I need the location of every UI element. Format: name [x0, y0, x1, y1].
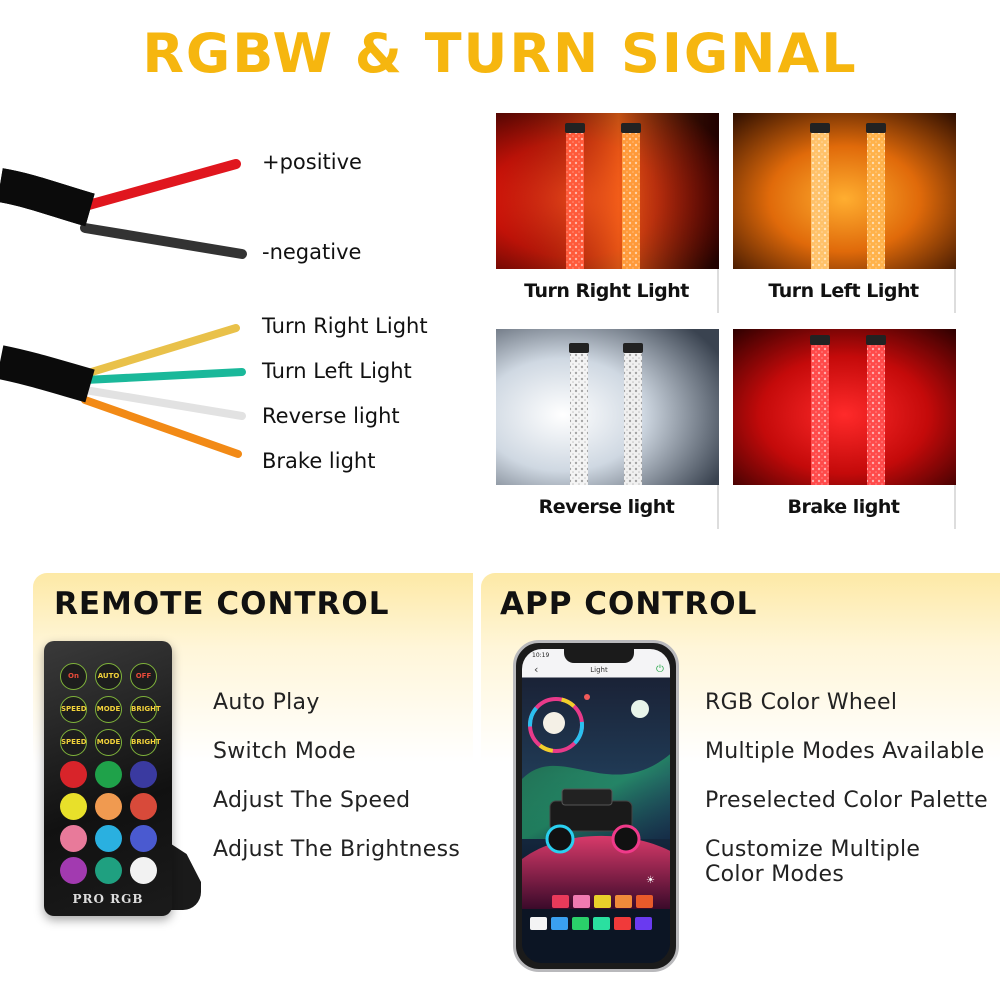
- palette-swatch[interactable]: [636, 895, 653, 908]
- palette-swatch[interactable]: [593, 917, 610, 930]
- phone-screen: 10:19 ‹ Light ⏻: [522, 649, 670, 963]
- palette-swatch[interactable]: [572, 917, 589, 930]
- phone-notch: [564, 649, 634, 663]
- palette-swatch[interactable]: [635, 917, 652, 930]
- remote-control: On AUTO OFF SPEED MODE BRIGHT SPEED MODE…: [44, 641, 172, 916]
- panel-caption: Reverse light: [496, 485, 719, 529]
- power-icon[interactable]: ⏻: [656, 664, 664, 675]
- app-scene: ☀: [522, 694, 670, 963]
- remote-button-bright-down[interactable]: BRIGHT: [130, 729, 161, 756]
- remote-color-button[interactable]: [95, 825, 122, 852]
- palette-swatch[interactable]: [615, 895, 632, 908]
- label-positive: +positive: [262, 150, 362, 174]
- panel-reverse: Reverse light: [496, 329, 719, 529]
- app-feature: Preselected Color Palette: [705, 788, 988, 813]
- remote-feature: Adjust The Brightness: [213, 837, 461, 862]
- label-turn-left: Turn Left Light: [262, 359, 412, 383]
- palette-swatch[interactable]: [594, 895, 611, 908]
- label-brake: Brake light: [262, 449, 376, 473]
- svg-text:☀: ☀: [646, 875, 655, 886]
- screen-title: Light: [590, 666, 608, 674]
- remote-section-title: REMOTE CONTROL: [54, 586, 390, 622]
- panel-brake: Brake light: [733, 329, 956, 529]
- remote-color-button[interactable]: [95, 793, 122, 820]
- status-time: 10:19: [532, 652, 550, 659]
- palette-swatch[interactable]: [552, 895, 569, 908]
- panel-caption: Turn Right Light: [496, 269, 719, 313]
- remote-button-on[interactable]: On: [60, 663, 87, 690]
- remote-button-bright-up[interactable]: BRIGHT: [130, 696, 161, 723]
- palette-swatch[interactable]: [614, 917, 631, 930]
- remote-button-mode-up[interactable]: MODE: [95, 696, 122, 723]
- app-section-title: APP CONTROL: [500, 586, 758, 622]
- remote-color-button[interactable]: [60, 793, 87, 820]
- remote-brand-logo: PRO RGB: [72, 892, 144, 906]
- remote-button-off[interactable]: OFF: [130, 663, 157, 690]
- palette-swatch[interactable]: [551, 917, 568, 930]
- back-icon[interactable]: ‹: [534, 663, 539, 676]
- smartphone: 10:19 ‹ Light ⏻: [513, 640, 679, 972]
- remote-feature: Switch Mode: [213, 739, 356, 764]
- palette-swatch[interactable]: [573, 895, 590, 908]
- remote-button-speed-up[interactable]: SPEED: [60, 696, 87, 723]
- remote-color-button[interactable]: [60, 761, 87, 788]
- remote-color-button[interactable]: [130, 857, 157, 884]
- panel-caption: Turn Left Light: [733, 269, 956, 313]
- palette-swatch[interactable]: [530, 917, 547, 930]
- app-feature: Color Modes: [705, 862, 845, 887]
- panel-turn-right: Turn Right Light: [496, 113, 719, 313]
- remote-color-button[interactable]: [60, 825, 87, 852]
- remote-color-button[interactable]: [130, 825, 157, 852]
- wiring-diagram: [0, 159, 247, 458]
- remote-color-button[interactable]: [130, 793, 157, 820]
- label-reverse: Reverse light: [262, 404, 400, 428]
- remote-color-button[interactable]: [60, 857, 87, 884]
- panel-turn-left: Turn Left Light: [733, 113, 956, 313]
- app-feature: Customize Multiple: [705, 837, 921, 862]
- remote-button-auto[interactable]: AUTO: [95, 663, 122, 690]
- app-feature: Multiple Modes Available: [705, 739, 985, 764]
- page-title: RGBW & TURN SIGNAL: [142, 22, 858, 85]
- remote-button-speed-down[interactable]: SPEED: [60, 729, 87, 756]
- remote-color-button[interactable]: [95, 857, 122, 884]
- panel-caption: Brake light: [733, 485, 956, 529]
- app-feature: RGB Color Wheel: [705, 690, 898, 715]
- remote-color-button[interactable]: [130, 761, 157, 788]
- label-turn-right: Turn Right Light: [262, 314, 428, 338]
- remote-color-button[interactable]: [95, 761, 122, 788]
- remote-feature: Adjust The Speed: [213, 788, 411, 813]
- label-negative: -negative: [262, 240, 362, 264]
- remote-button-mode-down[interactable]: MODE: [95, 729, 122, 756]
- remote-feature: Auto Play: [213, 690, 320, 715]
